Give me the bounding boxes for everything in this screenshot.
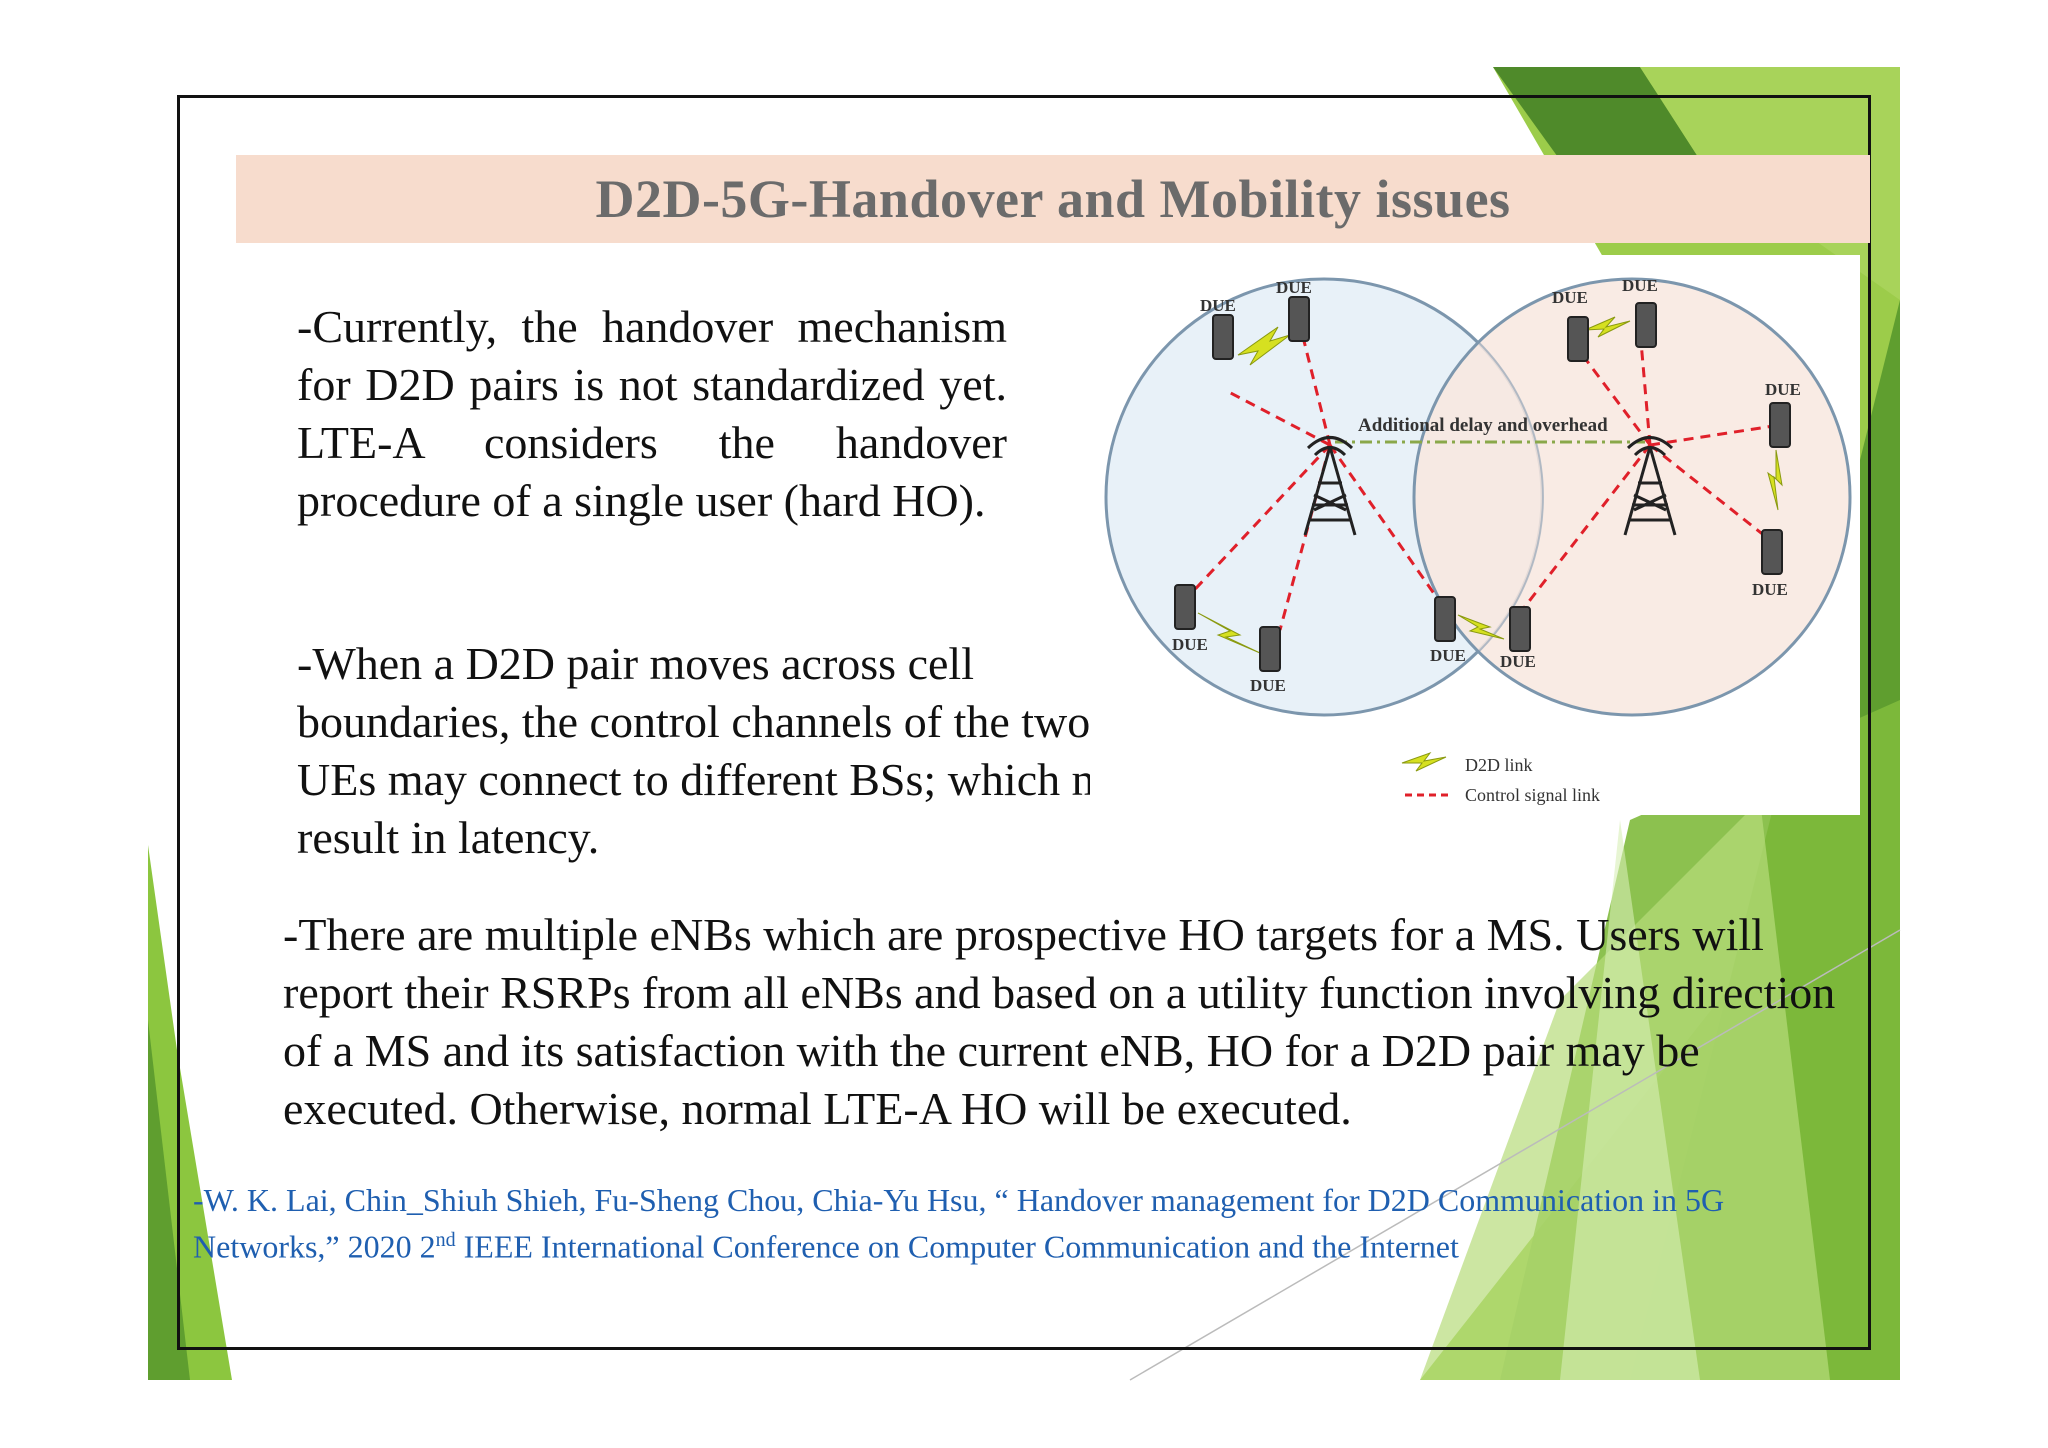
- tower-icon: [1303, 436, 1357, 536]
- reference-superscript: nd: [435, 1229, 456, 1251]
- device-label-due-4-2: DUE: [1622, 276, 1658, 295]
- device-label-due-1-1: DUE: [1172, 635, 1208, 654]
- title-bar: D2D-5G-Handover and Mobility issues: [236, 155, 1870, 243]
- device-label-due-1-2: DUE: [1250, 676, 1286, 695]
- phone-icons: [1174, 296, 1791, 672]
- legend-control-label: Control signal link: [1465, 785, 1600, 805]
- paragraph-handover-mechanism: -Currently, the handover mechanism for D…: [297, 301, 1007, 526]
- device-label-due-3-2: DUE: [1276, 278, 1312, 297]
- control-signal-links: [1183, 324, 1781, 631]
- diagram-legend: D2D link Control signal link: [1401, 751, 1600, 805]
- d2d-handover-diagram: Additional delay and overhead DUE DUE DU…: [1090, 255, 1860, 815]
- reference-text: -W. K. Lai, Chin_Shiuh Shieh, Fu-Sheng C…: [193, 1182, 1725, 1265]
- device-label-due-5-2: DUE: [1752, 580, 1788, 599]
- device-label-due-2-2: DUE: [1500, 652, 1536, 671]
- legend-d2d-swatch: [1401, 751, 1447, 772]
- device-label-due-4-1: DUE: [1552, 288, 1588, 307]
- tower-icon: [1623, 436, 1677, 536]
- reference-text-end: IEEE International Conference on Compute…: [455, 1228, 1459, 1265]
- device-label-due-2-1: DUE: [1430, 646, 1466, 665]
- device-label-due-3-1: DUE: [1200, 296, 1236, 315]
- device-label-due-5-1: DUE: [1765, 380, 1801, 399]
- d2d-link-icons: [1197, 316, 1783, 654]
- slide-title: D2D-5G-Handover and Mobility issues: [595, 169, 1511, 229]
- slide-frame: [177, 95, 1871, 1350]
- paragraph-multiple-enbs: -There are multiple eNBs which are prosp…: [283, 909, 1836, 1134]
- right-cell: [1412, 277, 1852, 717]
- reference-citation: -W. K. Lai, Chin_Shiuh Shieh, Fu-Sheng C…: [193, 1180, 1813, 1267]
- paragraph-cell-boundaries: -When a D2D pair moves across cell bound…: [297, 638, 1151, 863]
- diagram-annotation: Additional delay and overhead: [1358, 415, 1608, 436]
- legend-d2d-label: D2D link: [1465, 755, 1533, 775]
